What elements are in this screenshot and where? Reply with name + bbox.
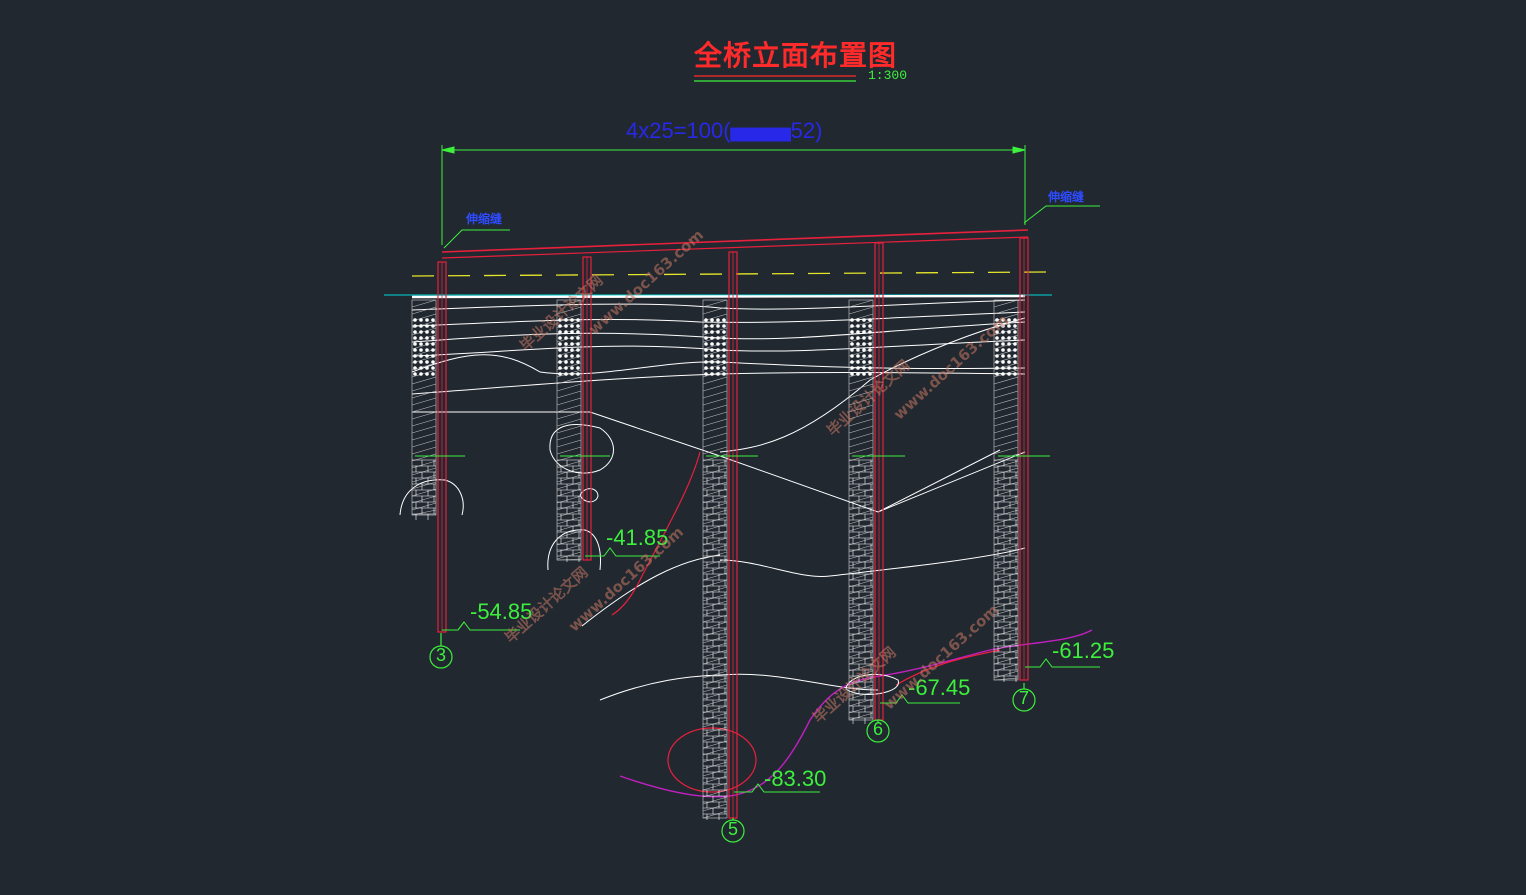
- soil-lenses: [399, 424, 899, 695]
- drawing-scale: 1:300: [868, 68, 908, 83]
- boulder-zone: [667, 727, 757, 793]
- bridge-deck: [441, 229, 1029, 259]
- pier-4-borehole: [556, 299, 582, 562]
- span-dimension: [441, 145, 1026, 245]
- span-label-tail: 52): [790, 118, 823, 143]
- pier-7: [993, 237, 1029, 682]
- pier-number-circles: [429, 633, 1036, 843]
- piers: [411, 237, 1029, 820]
- pier-4: [556, 256, 592, 562]
- span-label-mid: ▇▇▇▇▇▇: [730, 126, 791, 141]
- fault-curve-right: [895, 649, 1001, 686]
- riverbed-line: [411, 294, 1026, 299]
- pier-6-borehole: [848, 299, 874, 724]
- elevation-markers: [442, 547, 1100, 793]
- pier-3-borehole: [411, 299, 437, 520]
- elevation-pier4: -41.85: [606, 525, 669, 550]
- elevation-pier7: -61.25: [1052, 638, 1115, 663]
- span-label-head: 4x25=100(: [626, 118, 731, 143]
- fault-curve: [611, 451, 701, 616]
- pier-number-6: 6: [872, 719, 883, 739]
- pier-number-5: 5: [727, 819, 738, 839]
- soil-layer-lines: [411, 299, 1026, 701]
- pier-5: [702, 251, 738, 820]
- joint-leaders: [443, 205, 1100, 249]
- pier-7-borehole: [993, 299, 1019, 682]
- joint-label-left: 伸缩缝: [466, 212, 503, 226]
- pier-3: [411, 261, 447, 633]
- pier-number-3: 3: [435, 645, 446, 665]
- elevation-pier6: -67.45: [908, 675, 971, 700]
- elevation-pier3: -54.85: [470, 599, 533, 624]
- pier-number-7: 7: [1018, 688, 1029, 708]
- drawing-title: 全桥立面布置图: [694, 39, 898, 72]
- design-line: [411, 271, 1049, 277]
- span-label: 4x25=100(▇▇▇▇▇▇52): [626, 118, 822, 144]
- elevation-pier5: -83.30: [764, 766, 827, 791]
- pier-5-borehole: [702, 299, 728, 820]
- joint-label-right: 伸缩缝: [1048, 190, 1085, 204]
